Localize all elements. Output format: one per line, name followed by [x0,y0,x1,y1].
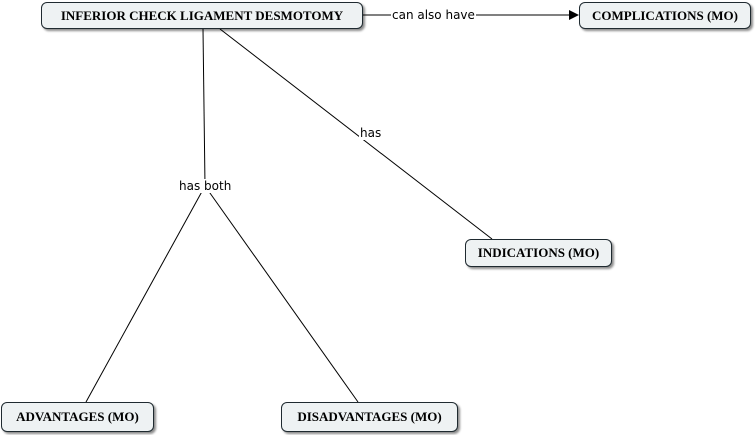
node-indications[interactable]: INDICATIONS (MO) [465,239,612,267]
line-has-both-to-disadvantages [204,185,359,403]
line-root-to-indications [219,28,493,240]
line-has-both-to-advantages [85,185,206,403]
node-complications[interactable]: COMPLICATIONS (MO) [579,2,751,29]
node-advantages[interactable]: ADVANTAGES (MO) [1,402,154,432]
line-root-to-has-both [202,28,206,187]
node-disadvantages[interactable]: DISADVANTAGES (MO) [281,402,458,432]
link-label-has-both: has both [178,179,233,193]
node-inferior-check-ligament-desmotomy[interactable]: INFERIOR CHECK LIGAMENT DESMOTOMY [41,2,363,29]
link-label-can-also-have: can also have [391,8,476,22]
link-label-has: has [359,126,383,140]
